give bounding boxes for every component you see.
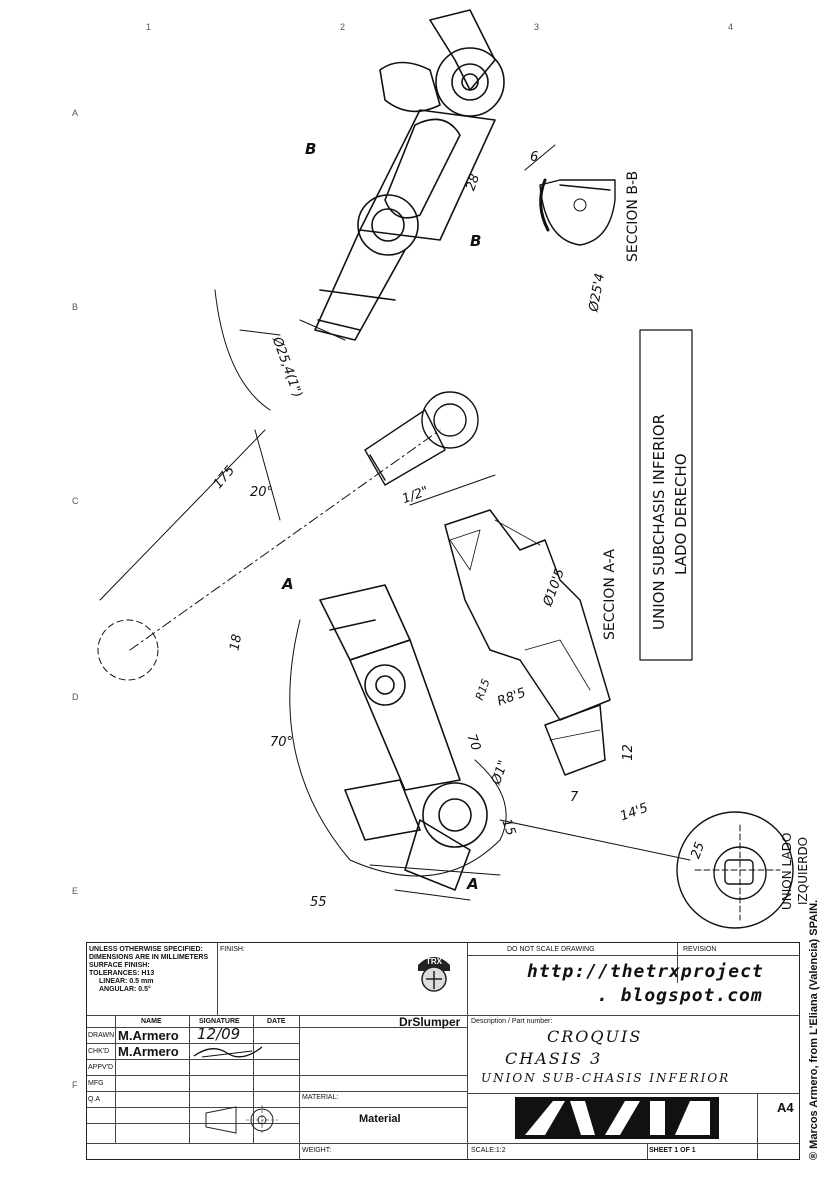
dim-7: 7 (570, 790, 579, 805)
scale-label: SCALE:1:2 (471, 1147, 506, 1154)
section-aa-title: SECCION A-A (602, 549, 618, 640)
col-signature: SIGNATURE (199, 1018, 240, 1025)
notes-line-6: ANGULAR: 0.5° (99, 986, 151, 993)
dim-12: 12 (620, 744, 636, 761)
brand-name: DrSlumper (399, 1015, 461, 1029)
material-label: MATERIAL: (302, 1094, 339, 1101)
notes-line-3: SURFACE FINISH: (89, 962, 150, 969)
row-drawn: DRAWN (88, 1032, 115, 1039)
section-bb-title: SECCION B-B (625, 170, 641, 262)
upper-part-view (214, 9, 505, 411)
section-mark-a-2: A (467, 875, 479, 893)
title-line-3: UNION SUB-CHASIS INFERIOR (481, 1071, 731, 1085)
circle-note-line-2: IZQUIERDO (796, 836, 810, 905)
lower-part-view (289, 584, 507, 901)
drawn-date: 12/09 (197, 1025, 241, 1043)
notes-line-1: UNLESS OTHERWISE SPECIFIED: (89, 946, 203, 953)
copyright-note: ® Marcos Armero, from L'Eliana (Valencia… (808, 899, 820, 1160)
grid-row-f: F (72, 1080, 78, 1090)
row-mfg: MFG (88, 1080, 104, 1087)
grid-row-d: D (72, 692, 79, 702)
section-aa-view (409, 474, 611, 776)
weight-label: WEIGHT: (302, 1147, 332, 1154)
notes-line-2: DIMENSIONS ARE IN MILLIMETERS (89, 954, 209, 961)
grid-col-4: 4 (728, 22, 734, 32)
row-qa: Q.A (88, 1096, 101, 1103)
dim-20deg: 20° (250, 485, 274, 500)
title-block: UNLESS OTHERWISE SPECIFIED: DIMENSIONS A… (86, 942, 800, 1160)
ava-logo (515, 1097, 719, 1139)
finish-label: FINISH: (220, 946, 245, 953)
grid-col-2: 2 (340, 22, 346, 32)
dim-6: 6 (530, 150, 539, 165)
projection-symbol (205, 1105, 278, 1135)
chkd-name: M.Armero (118, 1044, 179, 1059)
row-chkd: CHK'D (88, 1048, 110, 1055)
size-label: A4 (777, 1100, 794, 1115)
grid-row-b: B (72, 302, 79, 312)
notes-line-5: LINEAR: 0.5 mm (99, 978, 154, 985)
revision-label: REVISION (683, 946, 717, 953)
dim-70deg: 70° (270, 735, 294, 750)
col-date: DATE (267, 1018, 286, 1025)
section-mark-a-1: A (282, 575, 294, 593)
title-line-2: CHASIS 3 (505, 1049, 603, 1068)
trx-logo: TRX (412, 949, 456, 995)
drawn-name: M.Armero (118, 1028, 179, 1043)
circle-note-line-1: UNION LADO (780, 832, 794, 910)
logo-text: TRX (426, 957, 442, 966)
grid-row-a: A (72, 108, 79, 118)
notes-line-4: TOLERANCES: H13 (89, 970, 155, 977)
dim-18: 18 (227, 633, 246, 652)
section-bb-view (524, 144, 616, 246)
material-value: Material (359, 1113, 401, 1125)
grid-col-3: 3 (534, 22, 540, 32)
title-line-1: CROQUIS (547, 1027, 643, 1046)
dim-55: 55 (310, 895, 327, 910)
row-appvd: APPV'D (88, 1064, 114, 1071)
grid-col-1: 1 (146, 22, 152, 32)
side-note-box (639, 329, 693, 661)
signature-scribble (193, 1046, 263, 1058)
grid-row-e: E (72, 886, 79, 896)
sheet-label: SHEET 1 OF 1 (649, 1147, 696, 1154)
do-not-scale: DO NOT SCALE DRAWING (507, 946, 595, 953)
url-line-2[interactable]: . blogspot.com (597, 985, 763, 1006)
grid-row-c: C (72, 496, 79, 506)
middle-part-view (97, 391, 479, 681)
section-mark-b-2: B (470, 232, 482, 250)
side-note-line-2: LADO DERECHO (672, 453, 690, 575)
desc-label: Description / Part number: (471, 1018, 553, 1025)
section-mark-b-1: B (305, 140, 317, 158)
side-note-line-1: UNION SUBCHASIS INFERIOR (650, 413, 668, 630)
url-line-1[interactable]: http://thetrxproject (527, 961, 764, 982)
detail-view-circle (499, 811, 794, 929)
col-name: NAME (141, 1018, 162, 1025)
